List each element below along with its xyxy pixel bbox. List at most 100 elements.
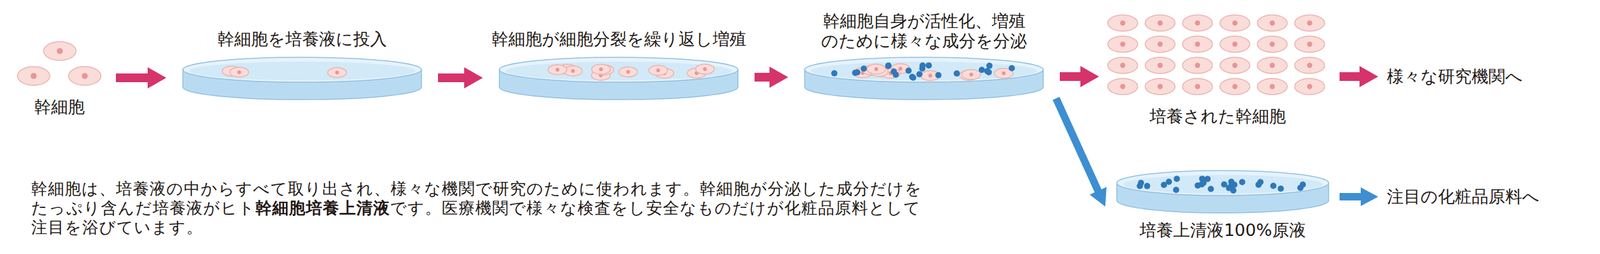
- cell-nucleus: [1195, 20, 1200, 26]
- stem-cell: [1257, 14, 1288, 32]
- dish-rim: [1117, 170, 1329, 196]
- stem-cell: [1219, 36, 1250, 53]
- cell-nucleus: [1269, 62, 1275, 68]
- cell-nucleus: [1157, 41, 1163, 47]
- secreted-factor: [984, 67, 991, 75]
- dish-rim: [499, 57, 739, 83]
- stem-cell-cluster: [17, 41, 101, 86]
- cell-nucleus: [81, 72, 88, 80]
- cell-nucleus: [1195, 84, 1200, 90]
- stem-cell: [1219, 14, 1250, 32]
- petri-dish: [804, 57, 1044, 100]
- stem-cell: [548, 64, 567, 75]
- cell-nucleus: [702, 67, 707, 72]
- cell-nucleus: [599, 67, 604, 72]
- node-label: 培養上清液100%原液: [1115, 220, 1331, 241]
- dish-node: 幹細胞を培養液に投入: [171, 28, 434, 106]
- destination-arrow: [1339, 72, 1362, 81]
- destination-arrow: [1339, 193, 1364, 201]
- stem-cell: [1145, 14, 1176, 32]
- flow-arrow: [1056, 98, 1100, 194]
- secreted-factor: [1277, 185, 1285, 192]
- cell-nucleus: [874, 67, 878, 72]
- cell-nucleus: [1232, 20, 1238, 26]
- culture-medium: [505, 61, 733, 81]
- secreted-factor: [905, 67, 912, 74]
- cell-nucleus: [1307, 41, 1313, 47]
- secreted-factor: [935, 72, 942, 79]
- cell-nucleus: [969, 72, 974, 77]
- secreted-factor: [1207, 186, 1214, 193]
- stem-cell: [17, 66, 50, 86]
- cell-nucleus: [1001, 71, 1006, 76]
- stem-cell: [1107, 57, 1138, 74]
- cell-nucleus: [1195, 41, 1200, 47]
- node-label: 培養された幹細胞: [1104, 106, 1332, 127]
- secreted-factor: [1143, 183, 1151, 190]
- petri-dish: [499, 57, 739, 100]
- cultured-cells: [1107, 14, 1325, 95]
- stem-cell: [1182, 78, 1213, 95]
- dish-rim: [183, 57, 422, 83]
- stem-cell: [1107, 36, 1138, 53]
- stem-cell: [648, 65, 668, 76]
- dish-node: 幹細胞が細胞分裂を繰り返し増殖: [487, 28, 750, 106]
- cell-nucleus: [1120, 62, 1126, 68]
- stem-cell: [1257, 78, 1288, 95]
- cell-nucleus: [1232, 84, 1238, 90]
- secreted-factor: [1228, 178, 1235, 186]
- secreted-factor: [1008, 64, 1015, 72]
- cell-nucleus: [1120, 20, 1126, 26]
- secreted-factor: [910, 74, 917, 81]
- secreted-factor: [919, 62, 926, 69]
- stem-cell: [68, 66, 101, 86]
- cell-grid-node: 培養された幹細胞: [1104, 9, 1332, 129]
- secreted-factor: [831, 70, 838, 77]
- cell-nucleus: [928, 74, 933, 78]
- emphasis-text: 幹細胞培養上清液: [255, 198, 391, 218]
- stem-cell: [1145, 78, 1176, 95]
- secreted-factor: [1270, 183, 1277, 190]
- cell-nucleus: [1232, 62, 1238, 68]
- cell-nucleus: [1269, 41, 1275, 47]
- flow-arrow: [1059, 72, 1083, 81]
- flow-arrow: [754, 72, 772, 82]
- stem-cell: [229, 67, 249, 78]
- secreted-factor: [860, 65, 867, 72]
- dish-node: 培養上清液100%原液: [1115, 169, 1331, 245]
- secreted-factor: [885, 62, 892, 69]
- cell-nucleus: [571, 69, 576, 73]
- stem-cell: [618, 67, 638, 78]
- cell-nucleus: [1307, 62, 1313, 68]
- cell-nucleus: [1232, 41, 1238, 47]
- cell-nucleus: [1269, 84, 1275, 90]
- cell-nucleus: [237, 70, 242, 75]
- secreted-factor: [1255, 181, 1262, 189]
- secreted-factor: [1221, 181, 1228, 188]
- stem-cell: [695, 64, 715, 75]
- secreted-factor: [1194, 182, 1201, 189]
- cell-cluster-node: 幹細胞: [7, 32, 111, 120]
- stem-cell: [1257, 57, 1288, 74]
- cell-nucleus: [656, 68, 660, 73]
- node-label: 幹細胞: [7, 97, 111, 118]
- cell-nucleus: [30, 72, 37, 80]
- cell-nucleus: [898, 66, 903, 71]
- stem-cell: [1182, 14, 1213, 32]
- cell-nucleus: [1195, 62, 1200, 68]
- stem-cell: [961, 69, 981, 80]
- cell-nucleus: [1157, 84, 1163, 90]
- cell-nucleus: [1157, 62, 1163, 68]
- secreted-factor: [986, 62, 993, 70]
- stem-cell: [1145, 57, 1176, 74]
- secreted-factor: [892, 71, 900, 78]
- stem-cell: [1294, 78, 1325, 95]
- petri-dish: [183, 57, 422, 100]
- cell-nucleus: [1307, 84, 1313, 90]
- cell-nucleus: [335, 71, 339, 75]
- secreted-factor: [953, 70, 961, 77]
- culture-medium: [189, 61, 416, 81]
- secreted-factor: [978, 66, 986, 73]
- secreted-factor: [1173, 186, 1180, 194]
